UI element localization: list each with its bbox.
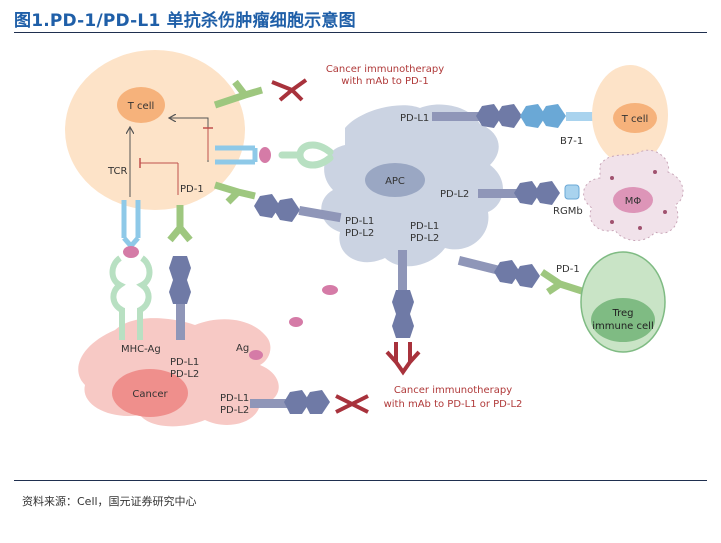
treg-label-line2: immune cell [592, 321, 653, 332]
antigen-tcr [123, 246, 139, 258]
macrophage-nucleus [613, 187, 653, 213]
cancer-pdl1-label: PD-L1 [220, 393, 249, 404]
t-cell-right-label: T cell [621, 114, 649, 125]
ag-label: Ag [236, 343, 249, 354]
apc-treg-stalk [457, 256, 501, 275]
antibody-pdl [335, 394, 369, 414]
antigen-apc [259, 147, 271, 163]
rgmb-receptor [564, 184, 580, 200]
b71-domain-1 [520, 104, 546, 128]
tumor-pdl2-label: PD-L2 [170, 369, 199, 380]
rgmb-label: RGMb [553, 206, 583, 217]
tumor-pdl1-stalk [176, 304, 185, 340]
cancer-pdl-domain-1 [284, 390, 310, 414]
apc-pdl2-domain-2 [534, 181, 560, 205]
apc-diag-domain-1 [254, 194, 280, 218]
source-rule [14, 480, 707, 481]
tcr-receptor-apc [215, 145, 258, 165]
apc-treg-domain-2 [514, 264, 540, 288]
apc-pdl2-domain-1 [514, 181, 540, 205]
apc-pdl2-low-label: PD-L2 [410, 233, 439, 244]
title-rule [14, 32, 707, 33]
mhc-ag-label: MHC-Ag [121, 344, 161, 355]
mhc-tumor [109, 255, 153, 340]
apc-label: APC [385, 176, 405, 187]
antibody-apc-bottom [385, 342, 421, 376]
cancer-label: Cancer [132, 389, 168, 400]
apc-bottom-stalk [398, 250, 407, 290]
macrophage-granule-5 [638, 226, 642, 230]
b71-stalk [566, 112, 612, 121]
tcell-pd1-receptor-top [213, 79, 263, 109]
tumor-pdl1-label: PD-L1 [170, 357, 199, 368]
treg-pd1-receptor [540, 269, 587, 296]
tumor-pdl1-domain-1 [169, 256, 191, 280]
source-note: 资料来源：Cell，国元证券研究中心 [22, 495, 197, 508]
mab-pdl-line1: Cancer immunotherapy [394, 385, 512, 396]
apc-pdl1-stalk [432, 112, 482, 121]
apc-pdl1-mid-label: PD-L1 [345, 216, 374, 227]
macrophage-granule-1 [610, 176, 614, 180]
pd1-vertical [167, 205, 193, 243]
apc-pdl1-label: PD-L1 [400, 113, 429, 124]
t-cell-right-nucleus [613, 103, 657, 133]
apc-pdl1-domain-1 [476, 104, 502, 128]
free-antigen-1 [322, 285, 338, 295]
treg-cell-nucleus [591, 298, 655, 342]
ag-tumor [249, 350, 263, 360]
tcr-label: TCR [107, 166, 128, 177]
treg-label-line1: Treg [611, 308, 633, 319]
mab-pd1-line2: with mAb to PD-1 [341, 76, 428, 87]
antibody-pd1 [271, 78, 308, 102]
apc-pdl2-stalk [478, 189, 520, 198]
macrophage-granule-2 [653, 170, 657, 174]
cancer-pdl-domain-2 [304, 390, 330, 414]
apc-mhc-receptor [278, 141, 334, 169]
macrophage-granule-4 [610, 220, 614, 224]
mab-pdl-line2: with mAb to PD-L1 or PD-L2 [384, 399, 523, 410]
apc-pdl1-domain-2 [496, 104, 522, 128]
tcell-pd1-receptor [213, 181, 256, 205]
tumor-pdl1-domain-2 [169, 280, 191, 304]
macrophage-label: MΦ [625, 196, 642, 207]
pd1-tcell-label: PD-1 [180, 184, 204, 195]
macrophage-granule-3 [663, 210, 667, 214]
pd1-treg-label: PD-1 [556, 264, 580, 275]
apc-pdl2-mid-label: PD-L2 [345, 228, 374, 239]
cancer-pdl2-label: PD-L2 [220, 405, 249, 416]
apc-nucleus [365, 163, 425, 197]
apc-pdl2-label: PD-L2 [440, 189, 469, 200]
apc-diag-domain-2 [274, 198, 300, 222]
free-antigen-2 [289, 317, 303, 327]
b71-label: B7-1 [560, 136, 583, 147]
figure-title: 图1.PD-1/PD-L1 单抗杀伤肿瘤细胞示意图 [14, 11, 356, 31]
tumor-nucleus [112, 369, 188, 417]
b71-domain-2 [540, 104, 566, 128]
cancer-pdl-stalk [250, 399, 290, 408]
t-cell-nucleus [117, 87, 165, 123]
apc-bottom-domain-2 [392, 314, 414, 338]
apc-bottom-domain-1 [392, 290, 414, 314]
apc-treg-domain-1 [494, 260, 520, 284]
apc-diag-stalk [298, 205, 342, 223]
t-cell-body [65, 50, 245, 210]
mab-pd1-line1: Cancer immunotherapy [326, 64, 444, 75]
t-cell-label: T cell [127, 101, 155, 112]
apc-pdl1-low-label: PD-L1 [410, 221, 439, 232]
